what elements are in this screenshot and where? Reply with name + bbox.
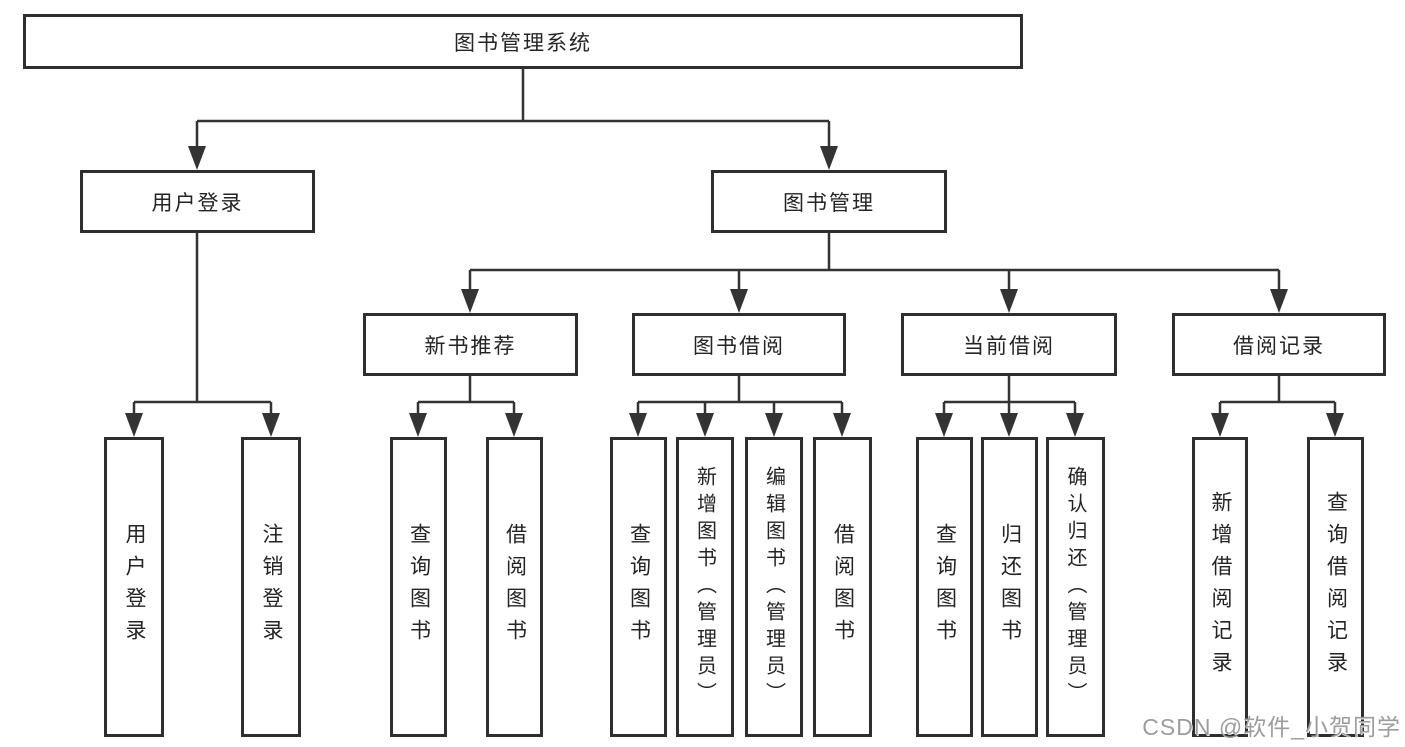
leaf-label: 用户登录 [123,523,146,651]
leaf-cb-query-books: 查询图书 [916,437,973,737]
node-book-borrow: 图书借阅 [632,313,846,376]
arrowhead-icon [1326,413,1344,437]
leaf-label: 借阅图书 [831,523,855,651]
leaf-label: 归还图书 [998,523,1022,651]
arrowhead-icon [629,413,647,437]
watermark-text: CSDN @软件_小贺同学 [1142,714,1401,740]
connector-book-mgmt-to-level3 [461,233,1288,313]
leaf-bb-add-books-admin: 新增图书（管理员） [676,437,734,737]
node-current-borrow: 当前借阅 [901,313,1117,376]
arrowhead-icon [820,146,838,170]
leaf-bb-edit-books-admin: 编辑图书（管理员） [745,437,803,737]
connector-user-login-to-leaves [125,233,280,437]
leaf-cb-return-books: 归还图书 [981,437,1038,737]
arrowhead-icon [935,413,953,437]
connector-new-book-to-leaves [409,376,523,437]
leaf-label: 查询图书 [933,523,957,651]
leaf-br-query-record: 查询借阅记录 [1307,437,1364,737]
leaf-cb-confirm-return-admin: 确认归还（管理员） [1046,437,1105,737]
node-label: 借阅记录 [1233,334,1325,358]
node-label: 图书管理 [783,191,875,215]
leaf-nb-query-books: 查询图书 [390,437,447,737]
leaf-logout: 注销登录 [241,437,301,737]
leaf-bb-borrow-books: 借阅图书 [813,437,872,737]
connector-root-to-level2 [188,69,838,170]
leaf-label: 借阅图书 [503,523,527,651]
arrowhead-icon [1270,289,1288,313]
arrowhead-icon [409,413,427,437]
connector-current-borrow-to-leaves [935,376,1084,437]
leaf-br-add-record: 新增借阅记录 [1192,437,1248,737]
leaf-label: 注销登录 [260,523,283,651]
leaf-label: 确认归还（管理员） [1064,465,1086,709]
leaf-label: 查询图书 [627,523,651,651]
node-library-system: 图书管理系统 [23,14,1023,69]
connector-book-borrow-to-leaves [629,376,851,437]
arrowhead-icon [765,413,783,437]
leaf-label: 查询借阅记录 [1324,491,1348,683]
node-new-book-recommend: 新书推荐 [363,313,578,376]
arrowhead-icon [833,413,851,437]
arrowhead-icon [505,413,523,437]
node-label: 图书借阅 [693,334,785,358]
connector-borrow-records-to-leaves [1211,376,1344,437]
arrowhead-icon [696,413,714,437]
arrowhead-icon [1000,413,1018,437]
leaf-label: 新增图书（管理员） [693,465,716,709]
arrowhead-icon [1066,413,1084,437]
node-label: 图书管理系统 [454,31,592,55]
arrowhead-icon [461,289,479,313]
arrowhead-icon [188,146,206,170]
node-label: 用户登录 [151,191,244,215]
node-label: 当前借阅 [963,334,1055,358]
node-label: 新书推荐 [424,334,517,358]
arrowhead-icon [730,289,748,313]
arrowhead-icon [1000,289,1018,313]
arrowhead-icon [1211,413,1229,437]
leaf-bb-query-books: 查询图书 [610,437,667,737]
arrowhead-icon [125,413,143,437]
node-book-management: 图书管理 [711,170,947,233]
leaf-label: 新增借阅记录 [1209,491,1232,683]
node-borrow-records: 借阅记录 [1172,313,1386,376]
node-user-login: 用户登录 [80,170,315,233]
leaf-label: 查询图书 [407,523,431,651]
arrowhead-icon [262,413,280,437]
leaf-user-login: 用户登录 [104,437,164,737]
leaf-label: 编辑图书（管理员） [762,465,785,709]
leaf-nb-borrow-books: 借阅图书 [486,437,543,737]
